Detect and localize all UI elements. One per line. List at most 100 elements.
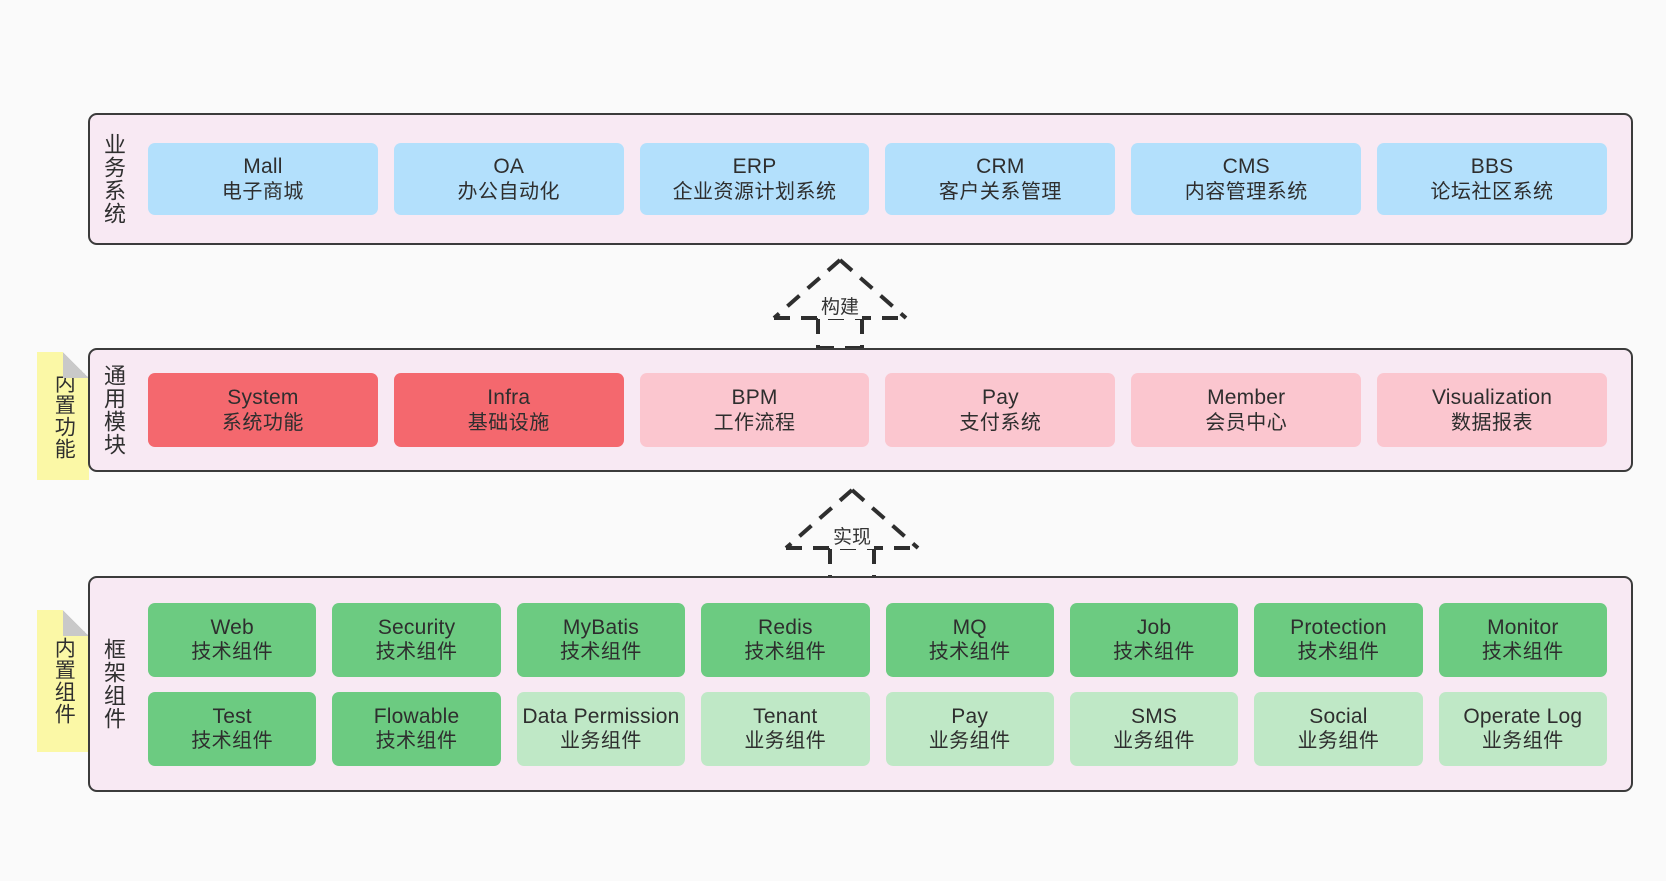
node-bpm[interactable]: BPM 工作流程 <box>639 373 870 447</box>
node-subtitle: 企业资源计划系统 <box>672 180 837 203</box>
node-pay[interactable]: Pay 支付系统 <box>885 373 1116 447</box>
node-subtitle: 技术组件 <box>928 641 1011 664</box>
node-web[interactable]: Web 技术组件 <box>148 602 317 677</box>
node-mq[interactable]: MQ 技术组件 <box>885 602 1054 677</box>
sticky-note-builtin-features: 内置功能 <box>37 352 89 480</box>
node-data-permission[interactable]: Data Permission 业务组件 <box>516 691 686 766</box>
node-title: MQ <box>952 615 987 639</box>
node-tenant[interactable]: Tenant 业务组件 <box>701 691 870 766</box>
node-cms[interactable]: CMS 内容管理系统 <box>1131 143 1362 215</box>
node-title: ERP <box>732 155 777 178</box>
node-sms[interactable]: SMS 业务组件 <box>1069 691 1239 766</box>
node-subtitle: 技术组件 <box>1113 641 1196 664</box>
cell-col: Infra 基础设施 <box>386 373 632 447</box>
node-subtitle: 工作流程 <box>713 411 796 434</box>
node-subtitle: 内容管理系统 <box>1184 180 1308 203</box>
node-title: Visualization <box>1431 386 1553 409</box>
node-job[interactable]: Job 技术组件 <box>1069 602 1239 677</box>
cell-col: Pay 支付系统 <box>877 373 1123 447</box>
node-title: MyBatis <box>562 615 639 639</box>
node-member[interactable]: Member 会员中心 <box>1131 373 1362 447</box>
node-subtitle: 技术组件 <box>191 641 274 664</box>
node-mall[interactable]: Mall 电子商城 <box>148 143 378 215</box>
cell-col: Web 技术组件 Test 技术组件 <box>140 602 324 766</box>
node-oa[interactable]: OA 办公自动化 <box>393 143 624 215</box>
node-title: SMS <box>1131 704 1178 728</box>
node-subtitle: 论坛社区系统 <box>1430 180 1554 203</box>
cell-col: CRM 客户关系管理 <box>877 143 1123 215</box>
sticky-label: 内置组件 <box>52 637 76 725</box>
connector-build-label: 构建 <box>817 292 863 319</box>
cell-col: Monitor 技术组件 Operate Log 业务组件 <box>1431 602 1615 766</box>
node-subtitle: 客户关系管理 <box>938 180 1062 203</box>
node-social[interactable]: Social 业务组件 <box>1254 691 1423 766</box>
node-subtitle: 业务组件 <box>1297 730 1380 753</box>
node-title: Member <box>1207 386 1286 409</box>
cell-col: Redis 技术组件 Tenant 业务组件 <box>693 602 877 766</box>
node-bbs[interactable]: BBS 论坛社区系统 <box>1377 143 1607 215</box>
layer-title-business: 业务系统 <box>100 133 126 225</box>
node-subtitle: 技术组件 <box>559 641 642 664</box>
cell-col: Job 技术组件 SMS 业务组件 <box>1062 602 1246 766</box>
node-subtitle: 技术组件 <box>375 730 458 753</box>
node-subtitle: 支付系统 <box>959 411 1042 434</box>
node-title: Pay <box>982 386 1019 409</box>
layer-framework-components: 框架组件 Web 技术组件 Test 技术组件 Security 技术组件 F <box>88 576 1633 792</box>
node-redis[interactable]: Redis 技术组件 <box>701 602 870 677</box>
cell-col: BBS 论坛社区系统 <box>1369 143 1615 215</box>
sticky-note-builtin-components: 内置组件 <box>37 610 89 752</box>
node-protection[interactable]: Protection 技术组件 <box>1254 602 1423 677</box>
node-mybatis[interactable]: MyBatis 技术组件 <box>516 602 686 677</box>
cell-col: Member 会员中心 <box>1123 373 1369 447</box>
node-subtitle: 系统功能 <box>221 411 304 434</box>
node-flowable[interactable]: Flowable 技术组件 <box>332 691 501 766</box>
cell-col: Mall 电子商城 <box>140 143 386 215</box>
node-subtitle: 技术组件 <box>191 730 274 753</box>
node-title: Security <box>377 615 456 639</box>
node-title: Web <box>210 615 254 639</box>
node-title: Social <box>1309 704 1368 728</box>
connector-build-arrow: 构建 <box>760 258 920 350</box>
node-title: Mall <box>243 155 283 178</box>
layer-body-business: Mall 电子商城 OA 办公自动化 ERP 企业资源计划系统 CRM <box>136 115 1631 243</box>
cell-col: Protection 技术组件 Social 业务组件 <box>1246 602 1430 766</box>
node-subtitle: 会员中心 <box>1205 411 1288 434</box>
cell-col: CMS 内容管理系统 <box>1123 143 1369 215</box>
layer-title-framework: 框架组件 <box>100 638 126 730</box>
node-title: OA <box>493 155 525 178</box>
node-operate-log[interactable]: Operate Log 业务组件 <box>1438 691 1607 766</box>
node-monitor[interactable]: Monitor 技术组件 <box>1438 602 1607 677</box>
node-security[interactable]: Security 技术组件 <box>332 602 501 677</box>
cell-col: MQ 技术组件 Pay 业务组件 <box>878 602 1062 766</box>
node-subtitle: 电子商城 <box>221 180 304 203</box>
sticky-label: 内置功能 <box>52 372 76 460</box>
node-title: Redis <box>757 615 813 639</box>
node-test[interactable]: Test 技术组件 <box>148 691 317 766</box>
node-erp[interactable]: ERP 企业资源计划系统 <box>639 143 870 215</box>
cell-col: BPM 工作流程 <box>632 373 878 447</box>
node-infra[interactable]: Infra 基础设施 <box>393 373 624 447</box>
connector-implement-label: 实现 <box>829 522 875 549</box>
node-crm[interactable]: CRM 客户关系管理 <box>885 143 1116 215</box>
node-title: Protection <box>1290 615 1387 639</box>
node-title: Monitor <box>1487 615 1559 639</box>
cell-col: Security 技术组件 Flowable 技术组件 <box>324 602 508 766</box>
cell-col: ERP 企业资源计划系统 <box>632 143 878 215</box>
node-title: Test <box>212 704 252 728</box>
node-subtitle: 业务组件 <box>1113 730 1196 753</box>
connector-implement-arrow: 实现 <box>772 488 932 580</box>
node-subtitle: 基础设施 <box>467 411 550 434</box>
cell-col: OA 办公自动化 <box>386 143 632 215</box>
cell-col: System 系统功能 <box>140 373 386 447</box>
node-title: Operate Log <box>1463 704 1583 728</box>
node-subtitle: 技术组件 <box>375 641 458 664</box>
layer-body-common: System 系统功能 Infra 基础设施 BPM 工作流程 Pay <box>136 350 1631 470</box>
node-system[interactable]: System 系统功能 <box>148 373 378 447</box>
node-visualization[interactable]: Visualization 数据报表 <box>1377 373 1607 447</box>
node-pay-component[interactable]: Pay 业务组件 <box>885 691 1054 766</box>
node-subtitle: 业务组件 <box>744 730 827 753</box>
node-title: BPM <box>731 386 778 409</box>
cell-col: Visualization 数据报表 <box>1369 373 1615 447</box>
node-title: Flowable <box>373 704 460 728</box>
node-title: Data Permission <box>522 704 680 728</box>
